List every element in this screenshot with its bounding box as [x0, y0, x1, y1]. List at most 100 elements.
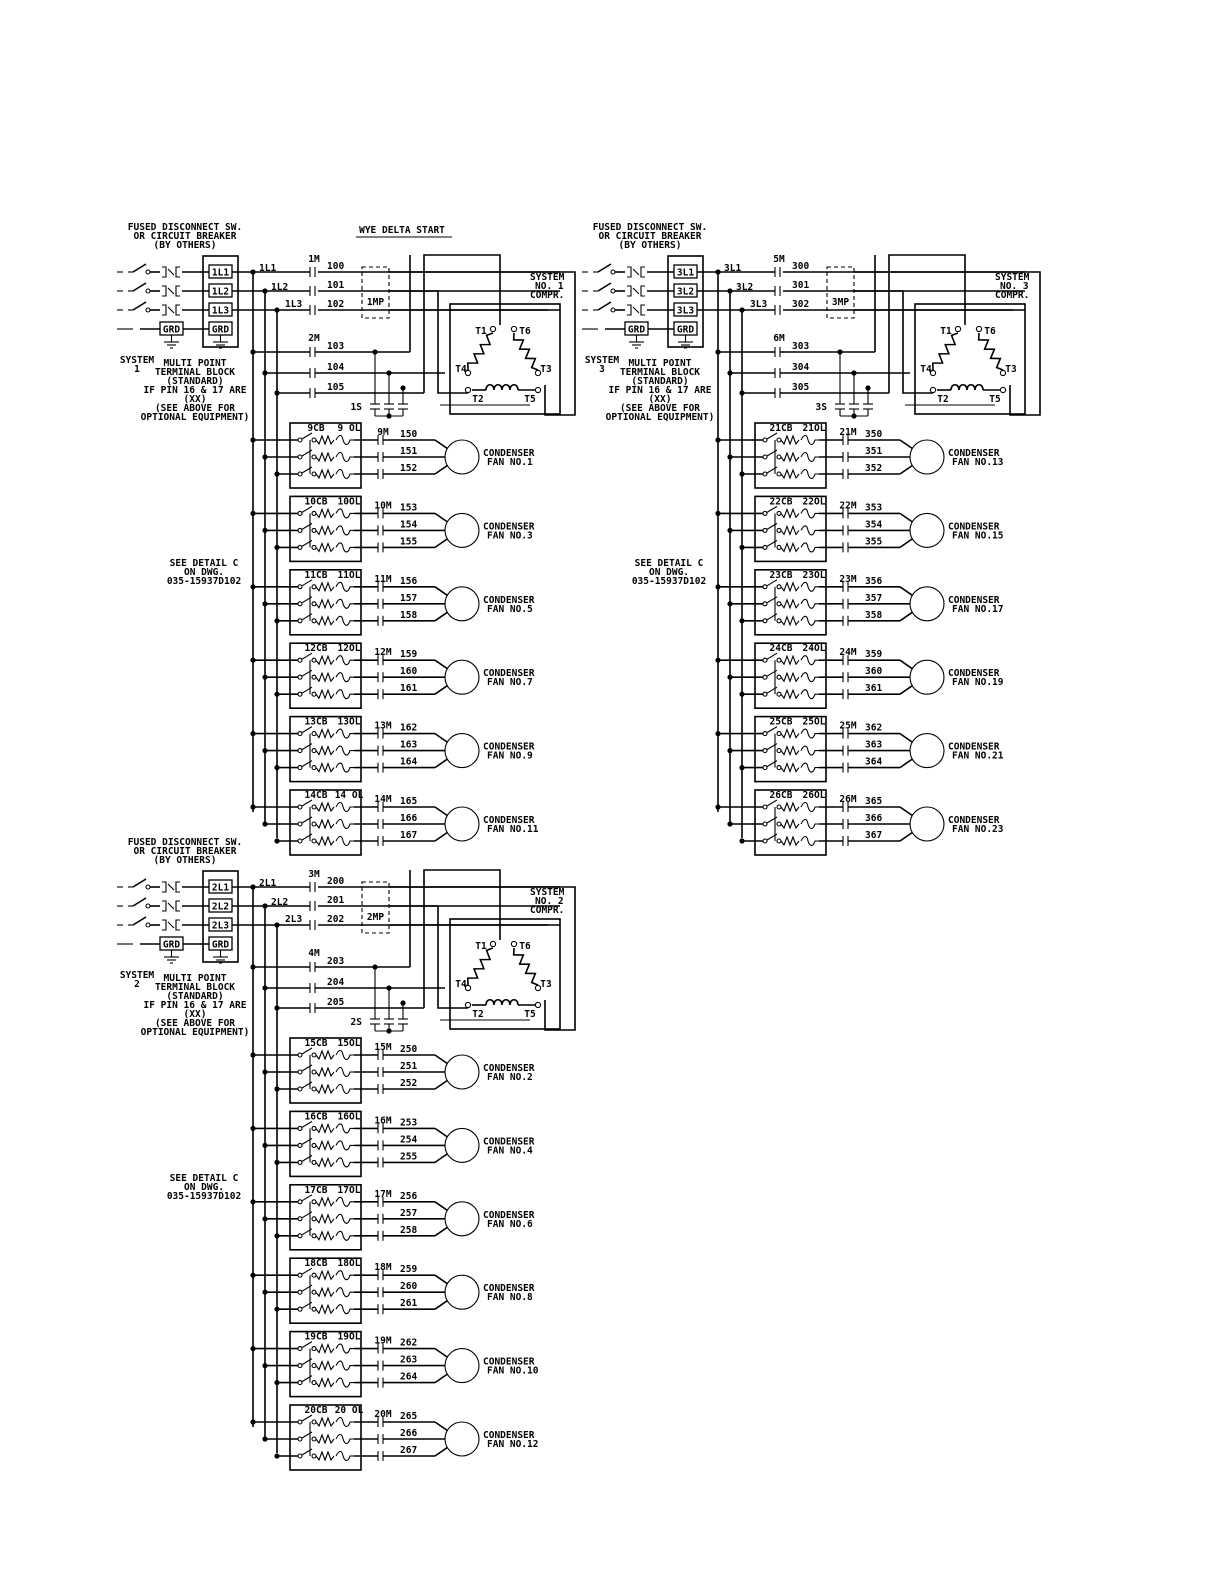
fuse-link	[167, 883, 175, 891]
phase-loop-c	[389, 271, 576, 416]
winding-t1-t4	[931, 332, 959, 371]
overload-heater	[780, 818, 800, 830]
bus-junction	[250, 349, 256, 355]
bus-junction	[274, 307, 280, 313]
breaker-contact	[762, 691, 768, 697]
wire-number-top: 100	[327, 261, 344, 272]
fan-breaker-box	[754, 715, 827, 783]
overload-heater	[780, 688, 800, 700]
fan-wire-number: 366	[865, 813, 882, 824]
fan-lead	[434, 1299, 449, 1310]
fan-overload-label: 21OL	[803, 423, 826, 434]
overload-heater	[315, 1343, 335, 1355]
terminal-note: (XX)	[184, 1009, 207, 1020]
fan-wire-number: 250	[400, 1044, 417, 1055]
overload-element	[800, 801, 819, 813]
fan-contactor-label: 22M	[839, 500, 856, 511]
fan-overload-label: 26OL	[803, 790, 826, 801]
fan-label: FAN NO.9	[487, 751, 533, 762]
terminal-label: 1L2	[212, 287, 229, 298]
breaker-blade	[766, 505, 778, 513]
fan-lead	[899, 611, 914, 622]
fan-lead	[899, 684, 914, 695]
overload-element	[335, 434, 354, 446]
contactor-top-label: 5M	[773, 254, 785, 265]
breaker-contact	[762, 584, 768, 590]
terminal-label: 1L1	[212, 268, 229, 279]
terminal-label: 1L3	[212, 306, 229, 317]
fuse-bracket	[175, 304, 180, 316]
fuse-bracket	[162, 881, 167, 893]
fan-overload-label: 19OL	[338, 1332, 361, 1343]
overload-element	[800, 689, 819, 700]
breaker-blade	[301, 579, 313, 587]
overload-heater	[315, 434, 335, 446]
breaker-contact	[311, 731, 317, 737]
winding-t2-t5	[485, 383, 519, 391]
fan-overload-label: 13OL	[338, 717, 361, 728]
winding-t2-t5	[950, 383, 984, 391]
overload-heater	[780, 524, 800, 536]
fan-lead	[434, 1226, 449, 1237]
overload-element	[335, 508, 354, 519]
detail-note: SEE DETAIL C	[170, 558, 239, 569]
bus-junction	[715, 437, 721, 443]
terminal-note: TERMINAL BLOCK	[155, 982, 235, 993]
overload-element	[800, 655, 819, 666]
breaker-contact	[776, 527, 782, 533]
fan-label: FAN NO.12	[487, 1439, 538, 1450]
breaker-contact	[776, 471, 782, 477]
compressor-label: COMPR.	[995, 290, 1029, 301]
breaker-contact	[762, 821, 768, 827]
fan-label: CONDENSER	[948, 521, 1000, 532]
bus-junction	[250, 657, 256, 663]
bus-junction	[250, 884, 256, 890]
fan-wire-number: 165	[400, 796, 417, 807]
breaker-contact	[762, 674, 768, 680]
fan-lead	[434, 1127, 449, 1139]
fan-lead	[434, 1152, 449, 1164]
motor-enclosure	[449, 303, 561, 415]
breaker-contact	[762, 454, 768, 460]
motor-terminal-t4	[464, 369, 472, 377]
fan-lead	[899, 464, 914, 475]
motor-enclosure	[449, 918, 561, 1030]
terminal-label: 3L3	[677, 306, 694, 317]
overload-heater	[315, 1450, 335, 1462]
wire-number-top: 300	[792, 261, 809, 272]
fan-label: FAN NO.10	[487, 1366, 539, 1377]
fan-motor-icon	[909, 439, 945, 475]
bus-junction	[715, 584, 721, 590]
fan-label: FAN NO.19	[952, 677, 1004, 688]
bus-junction	[274, 691, 280, 697]
motor-terminal-t3	[534, 369, 542, 377]
fan-wire-number: 354	[865, 519, 882, 530]
line-label: 1L3	[285, 299, 302, 310]
overload-element	[335, 542, 354, 553]
fan-contactor-label: 10M	[374, 500, 391, 511]
overload-element	[335, 598, 354, 609]
overload-heater	[315, 1196, 335, 1208]
fan-breaker-box	[289, 568, 362, 636]
breaker-contact	[762, 437, 768, 443]
winding-t2-t5	[485, 998, 519, 1006]
breaker-contact	[311, 437, 317, 443]
overload-heater	[315, 1083, 335, 1095]
fan-wire-number: 360	[865, 666, 882, 677]
bus-junction	[250, 510, 256, 516]
disconnect-blade	[132, 897, 147, 907]
fan-wire-number: 166	[400, 813, 417, 824]
overload-element	[335, 1287, 354, 1298]
fuse-bracket	[627, 285, 632, 297]
fan-motor-icon	[444, 1054, 480, 1090]
fan-wire-number: 363	[865, 740, 882, 751]
fan-lead	[899, 439, 914, 450]
breaker-contact	[762, 731, 768, 737]
bus-junction	[274, 838, 280, 844]
motor-terminal-t5	[534, 386, 542, 394]
fan-wire-number: 164	[400, 757, 417, 768]
fan-overload-label: 24OL	[803, 643, 826, 654]
system-label: SYSTEM	[585, 355, 620, 366]
